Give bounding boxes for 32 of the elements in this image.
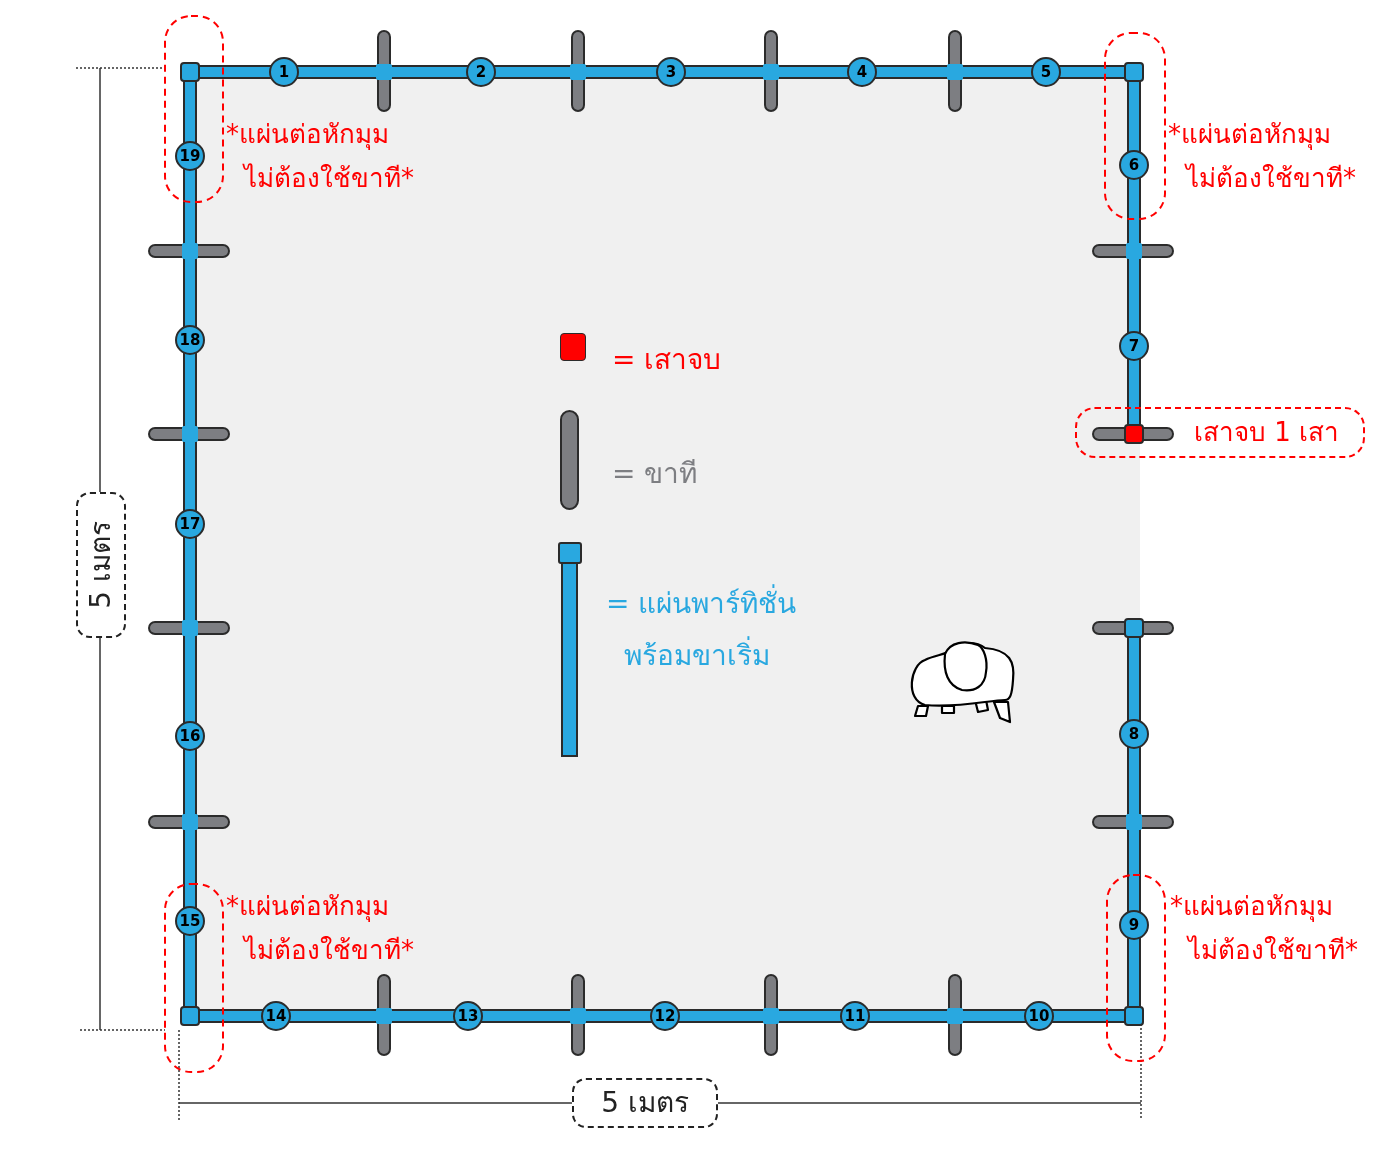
callout-number: 6	[1119, 150, 1149, 180]
legend-text: = เสาจบ	[612, 342, 722, 378]
callout-text: เสาจบ 1 เสา	[1193, 416, 1339, 449]
callout-box	[1075, 407, 1365, 458]
callout-number: 12	[650, 1001, 680, 1031]
callout-number: 19	[175, 141, 205, 171]
note-text: *แผ่นต่อหักมุม ไม่ต้องใช้ขาที*	[1168, 118, 1356, 195]
legend-text: = ขาที	[612, 456, 698, 492]
callout-number: 5	[1031, 57, 1061, 87]
callout-number: 7	[1119, 331, 1149, 361]
callout-number: 1	[269, 57, 299, 87]
note-text: *แผ่นต่อหักมุม ไม่ต้องใช้ขาที*	[226, 118, 414, 195]
note-text: *แผ่นต่อหักมุม ไม่ต้องใช้ขาที*	[1170, 890, 1358, 967]
callout-number: 11	[840, 1001, 870, 1031]
callout-number: 18	[175, 325, 205, 355]
callout-text: 5 เมตร	[83, 521, 118, 609]
callout-number: 16	[175, 721, 205, 751]
callout-number: 3	[656, 57, 686, 87]
callout-number: 10	[1024, 1001, 1054, 1031]
callout-number: 14	[261, 1001, 291, 1031]
callout-number: 8	[1119, 719, 1149, 749]
callout-number: 13	[453, 1001, 483, 1031]
callout-number: 15	[175, 906, 205, 936]
callout-text: 5 เมตร	[601, 1085, 689, 1121]
callout-box	[572, 1078, 718, 1128]
callout-box	[76, 492, 126, 638]
callout-number: 9	[1119, 910, 1149, 940]
callout-number: 17	[175, 509, 205, 539]
legend-text: = แผ่นพาร์ทิชั่น พร้อมขาเริ่ม	[606, 578, 797, 682]
callout-number: 4	[847, 57, 877, 87]
callout-number: 2	[466, 57, 496, 87]
note-text: *แผ่นต่อหักมุม ไม่ต้องใช้ขาที*	[226, 890, 414, 967]
